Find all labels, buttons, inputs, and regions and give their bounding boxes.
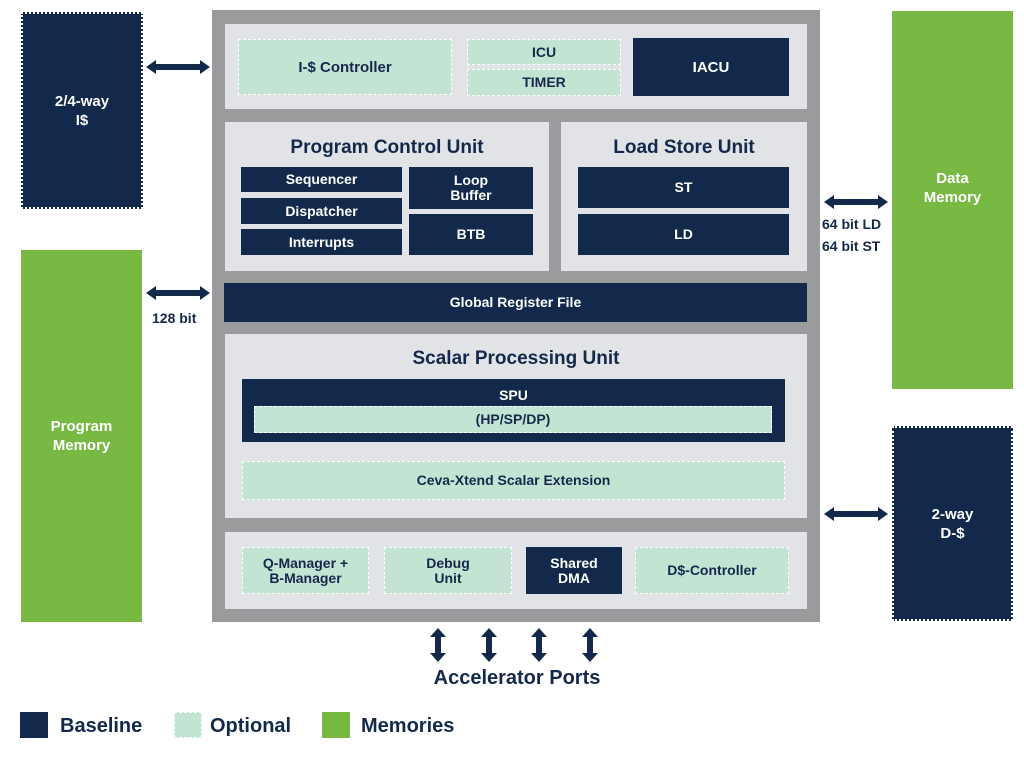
- dispatcher-block: Dispatcher: [241, 198, 402, 224]
- accelerator-port-arrow-3: [531, 628, 547, 662]
- d-cache-controller-block: D$-Controller: [635, 547, 789, 594]
- icu-block: ICU: [467, 39, 621, 65]
- shared-dma-block: Shared DMA: [526, 547, 622, 594]
- spu-label: SPU: [499, 387, 528, 403]
- legend-label-baseline: Baseline: [60, 715, 143, 737]
- dcache-bus-arrow: [824, 507, 888, 521]
- data-memory-block: Data Memory: [892, 11, 1013, 389]
- legend-swatch-baseline: [20, 712, 48, 738]
- accelerator-port-arrow-1: [430, 628, 446, 662]
- program-bus-arrow: [146, 286, 210, 300]
- btb-block: BTB: [409, 214, 533, 255]
- accelerator-port-arrow-4: [582, 628, 598, 662]
- debug-unit-block: Debug Unit: [384, 547, 512, 594]
- legend: Baseline Optional Memories: [20, 712, 540, 746]
- interrupts-block: Interrupts: [241, 229, 402, 255]
- i-cache-controller-block: I-$ Controller: [238, 39, 452, 95]
- sequencer-block: Sequencer: [241, 167, 402, 192]
- spu-title-main: Scalar Processing: [412, 348, 583, 369]
- dcache-block: 2-way D-$: [892, 426, 1013, 621]
- accelerator-ports-label: Accelerator Ports: [433, 667, 601, 689]
- timer-block: TIMER: [467, 69, 621, 96]
- legend-swatch-optional: [174, 712, 202, 738]
- icache-bus-arrow: [146, 60, 210, 74]
- legend-label-optional: Optional: [210, 715, 292, 737]
- program-control-unit-title: Program Control Unit: [290, 137, 484, 158]
- loop-buffer-block: Loop Buffer: [409, 167, 533, 209]
- legend-label-memories: Memories: [361, 715, 455, 737]
- data-bus-st-label: 64 bit ST: [822, 238, 881, 254]
- program-memory-label: Program Memory: [50, 418, 113, 454]
- ceva-xtend-extension-block: Ceva-Xtend Scalar Extension: [242, 461, 785, 500]
- program-bus-label: 128 bit: [152, 310, 197, 326]
- iacu-block: IACU: [633, 38, 789, 96]
- data-bus-arrow: [824, 195, 888, 209]
- dcache-label: 2-way D-$: [931, 505, 974, 542]
- spu-title-unit: Unit: [582, 348, 620, 369]
- accelerator-port-arrow-2: [481, 628, 497, 662]
- global-register-file-block: Global Register File: [224, 283, 807, 322]
- scalar-processing-unit-title: Scalar Processing Unit: [225, 348, 807, 370]
- data-memory-label: Data Memory: [923, 170, 982, 206]
- program-memory-block: Program Memory: [21, 250, 142, 622]
- q-manager-block: Q-Manager + B-Manager: [242, 547, 369, 594]
- legend-swatch-memories: [322, 712, 350, 738]
- load-block: LD: [578, 214, 789, 255]
- load-store-unit-title: Load Store Unit: [613, 137, 755, 158]
- data-bus-ld-label: 64 bit LD: [822, 216, 882, 232]
- store-block: ST: [578, 167, 789, 208]
- precision-block: (HP/SP/DP): [254, 406, 772, 433]
- icache-label: 2/4-way I$: [54, 92, 110, 129]
- icache-block: 2/4-way I$: [21, 12, 143, 209]
